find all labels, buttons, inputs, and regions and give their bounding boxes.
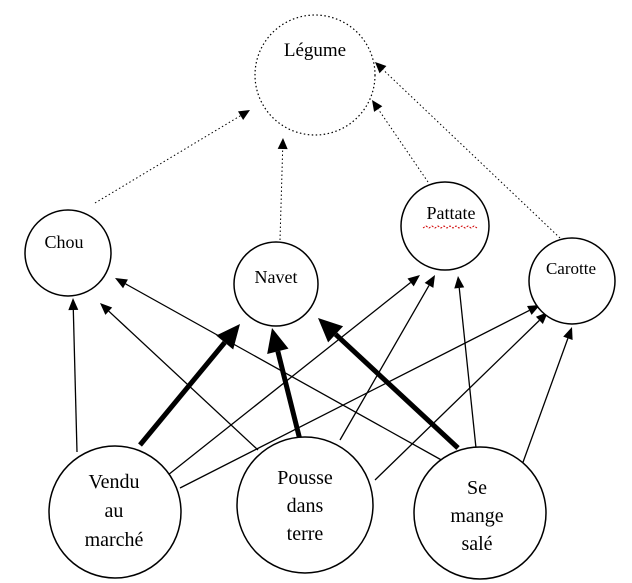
arrowhead-icon: [318, 318, 344, 343]
arrowhead-icon: [375, 62, 387, 74]
node-semange: Se mange salé: [413, 446, 547, 580]
arrowhead-icon: [563, 327, 573, 340]
arrowhead-icon: [372, 100, 383, 112]
arrowhead-icon: [100, 303, 113, 315]
arrowhead-icon: [115, 278, 128, 289]
node-pattate: Pattate: [400, 181, 490, 271]
edge-line: [138, 340, 227, 447]
node-vendu-line-1: Vendu: [88, 471, 139, 493]
arrowhead-icon: [277, 138, 288, 150]
node-semange-line-1: Se: [467, 477, 487, 499]
edge-carotte-to-legume: [375, 62, 561, 239]
node-vendu: Vendu au marché: [48, 445, 182, 579]
node-pousse-line-2: dans: [287, 495, 324, 517]
edge-semange-to-navet: [318, 318, 460, 450]
edge-line: [521, 338, 569, 466]
node-legume: Légume: [254, 14, 376, 136]
edge-pattate-to-legume: [372, 100, 429, 183]
node-pousse-line-3: terre: [287, 523, 324, 545]
node-pattate-label: Pattate: [427, 203, 476, 223]
edge-pousse-to-navet: [267, 328, 303, 441]
edge-line: [382, 69, 561, 239]
edge-line: [339, 285, 430, 441]
arrowhead-icon: [454, 276, 465, 289]
node-chou: Chou: [24, 209, 112, 297]
edges-layer: [68, 62, 573, 489]
edge-line: [275, 350, 303, 441]
edge-line: [125, 283, 446, 463]
spellcheck-underline: [422, 225, 478, 229]
node-carotte-label: Carotte: [546, 259, 596, 278]
edge-pousse-to-pattate: [339, 275, 435, 441]
node-legume-label: Légume: [284, 40, 346, 61]
node-chou-circle: [24, 209, 112, 297]
node-pattate-circle: [400, 181, 490, 271]
edge-line: [72, 309, 78, 453]
edge-line: [94, 115, 241, 204]
arrowhead-icon: [407, 275, 420, 287]
node-legume-circle: [254, 14, 376, 136]
node-pousse-line-1: Pousse: [277, 467, 333, 489]
node-semange-circle: [413, 446, 547, 580]
node-navet-label: Navet: [255, 267, 298, 287]
arrowhead-icon: [424, 275, 435, 288]
edge-vendu-to-chou: [68, 298, 79, 453]
edge-semange-to-pattate: [454, 276, 477, 449]
arrowhead-icon: [267, 328, 289, 354]
edge-line: [333, 332, 460, 450]
node-semange-line-2: mange: [450, 505, 503, 527]
edge-vendu-to-carotte: [179, 305, 540, 489]
edge-vendu-to-pattate: [167, 275, 420, 476]
edge-chou-to-legume: [94, 110, 250, 204]
edge-line: [458, 287, 477, 449]
node-vendu-line-3: marché: [85, 529, 144, 551]
edge-pousse-to-chou: [100, 303, 259, 451]
edge-line: [374, 319, 540, 481]
edge-line: [279, 148, 284, 241]
node-pousse-circle: [236, 436, 374, 574]
arrowhead-icon: [237, 110, 250, 120]
node-carotte: Carotte: [528, 237, 616, 325]
node-chou-label: Chou: [44, 232, 83, 252]
node-pousse: Pousse dans terre: [236, 436, 374, 574]
edge-navet-to-legume: [277, 138, 288, 241]
node-navet-circle: [233, 241, 319, 327]
node-vendu-circle: [48, 445, 182, 579]
node-semange-line-3: salé: [461, 533, 492, 555]
edge-vendu-to-navet: [138, 324, 240, 447]
edge-line: [108, 310, 259, 451]
node-vendu-line-2: au: [105, 500, 124, 522]
arrowhead-icon: [216, 324, 240, 350]
edge-line: [179, 309, 530, 489]
node-navet: Navet: [233, 241, 319, 327]
edge-semange-to-carotte: [521, 327, 573, 466]
edge-line: [377, 108, 429, 183]
arrowhead-icon: [68, 298, 79, 311]
edge-semange-to-chou: [115, 278, 446, 463]
arrowhead-icon: [527, 305, 540, 315]
edge-line: [167, 281, 412, 476]
node-carotte-circle: [528, 237, 616, 325]
